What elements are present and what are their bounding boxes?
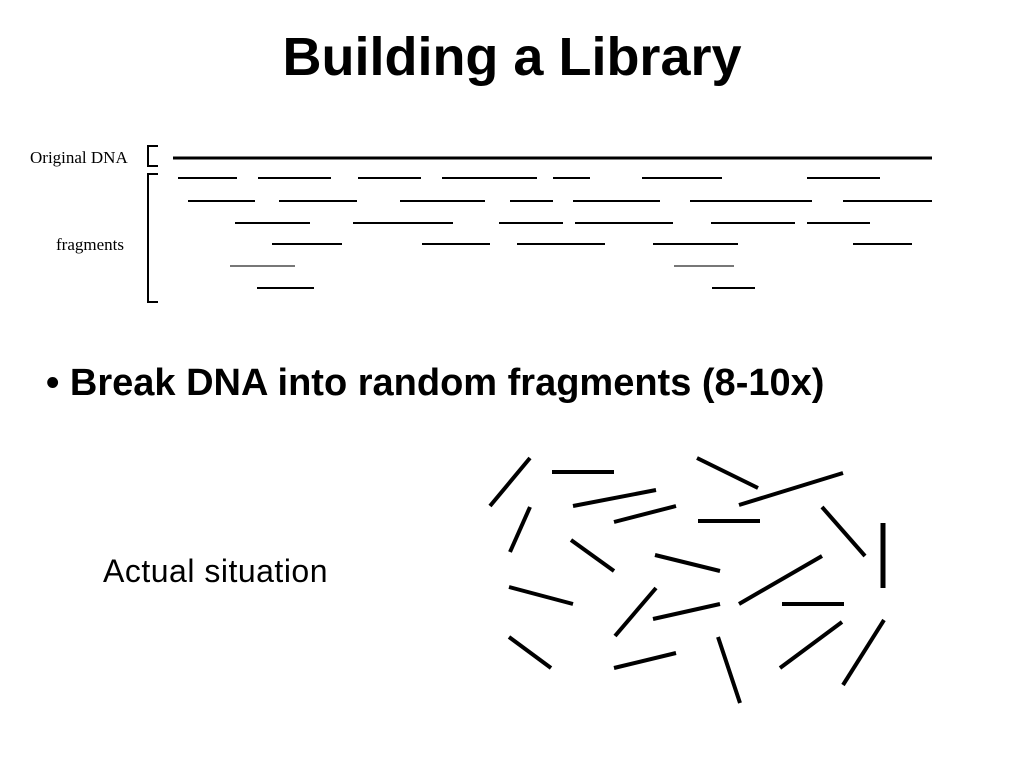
random-fragment (613, 504, 677, 524)
random-fragment (716, 636, 742, 704)
random-fragment (507, 635, 553, 670)
bullet-point: • Break DNA into random fragments (8-10x… (46, 362, 824, 405)
original-dna-label: Original DNA (30, 148, 128, 167)
random-fragment (737, 554, 824, 606)
random-fragments-illustration (470, 440, 910, 715)
random-fragment (778, 620, 844, 670)
slide-title: Building a Library (282, 27, 742, 87)
dna-fragment-diagram: Original DNA fragments (0, 130, 960, 315)
random-fragment (841, 618, 886, 687)
random-fragment (569, 538, 616, 573)
random-fragment (508, 506, 532, 553)
random-fragment (488, 456, 532, 508)
fragments-bracket (147, 173, 158, 303)
random-fragment (613, 651, 677, 670)
random-fragment (508, 585, 574, 606)
random-fragment (820, 505, 867, 558)
random-fragment (652, 602, 721, 621)
bullet-text: Break DNA into random fragments (8-10x) (69, 362, 825, 404)
actual-situation-label: Actual situation (103, 553, 329, 589)
fragments-label: fragments (56, 235, 124, 254)
random-fragment (696, 456, 759, 490)
random-fragment (654, 553, 721, 573)
fragment-rows (178, 177, 932, 289)
random-fragment (738, 471, 844, 507)
random-fragment (613, 586, 658, 638)
random-fragment (572, 488, 657, 508)
bullet-marker: • (46, 362, 60, 404)
original-dna-bracket (147, 145, 158, 167)
